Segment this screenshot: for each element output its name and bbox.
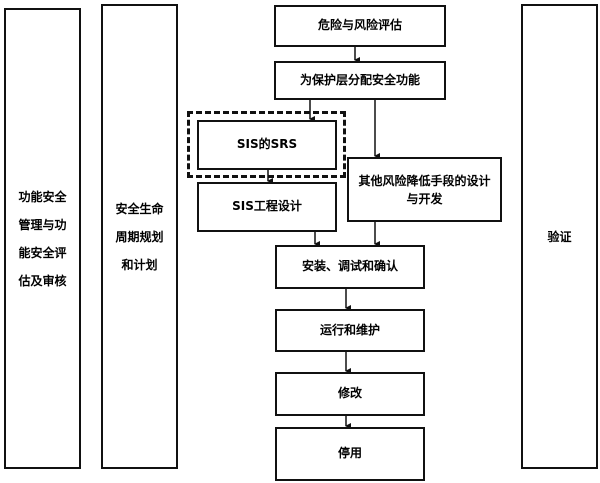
step-decommissioning-label: 停用 — [337, 446, 362, 461]
column-management-label: 功能安全管理与功能安全评估及审核 — [18, 189, 67, 288]
column-verification: 验证 — [521, 4, 598, 469]
step-hazard-risk-assessment: 危险与风险评估 — [274, 5, 446, 47]
step-install-commission-validate: 安装、调试和确认 — [275, 245, 425, 289]
column-functional-safety-management: 功能安全管理与功能安全评估及审核 — [4, 8, 81, 469]
column-planning-label: 安全生命周期规划和计划 — [115, 201, 164, 272]
step-sis-srs: SIS的SRS — [197, 120, 337, 170]
step-modification-label: 修改 — [337, 386, 362, 401]
step-sis-engineering-design-label: SIS工程设计 — [232, 199, 302, 214]
column-lifecycle-planning: 安全生命周期规划和计划 — [101, 4, 178, 469]
step-modification: 修改 — [275, 372, 425, 416]
step-decommissioning: 停用 — [275, 427, 425, 481]
step-operation-maintenance-label: 运行和维护 — [319, 322, 380, 337]
sis-srs-dashed-highlight — [187, 111, 346, 178]
step-allocate-safety-functions: 为保护层分配安全功能 — [274, 61, 446, 100]
step-hazard-risk-assessment-label: 危险与风险评估 — [317, 18, 402, 33]
step-allocate-safety-functions-label: 为保护层分配安全功能 — [299, 72, 420, 87]
step-operation-maintenance: 运行和维护 — [275, 309, 425, 352]
column-verification-label: 验证 — [547, 229, 572, 244]
step-other-risk-reduction: 其他风险降低手段的设计与开发 — [347, 157, 502, 222]
step-sis-engineering-design: SIS工程设计 — [197, 182, 337, 232]
step-sis-srs-label: SIS的SRS — [236, 137, 298, 152]
step-other-risk-reduction-label: 其他风险降低手段的设计与开发 — [358, 173, 491, 206]
step-install-commission-validate-label: 安装、调试和确认 — [301, 259, 398, 274]
